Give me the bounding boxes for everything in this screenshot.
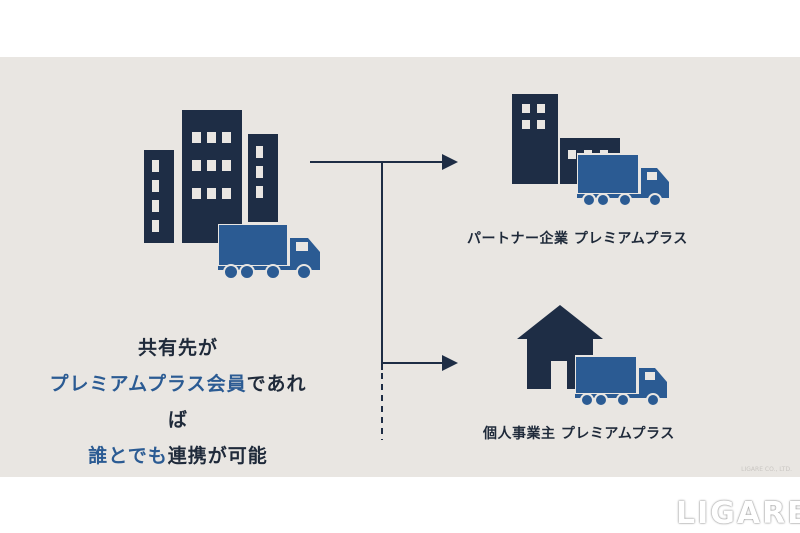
arrow-right-icon bbox=[442, 355, 458, 371]
diagram-panel bbox=[0, 57, 800, 477]
individual-truck-icon bbox=[575, 355, 667, 407]
caption-highlight-1: プレミアムプラス会員 bbox=[49, 373, 247, 395]
partner-label: パートナー企業 プレミアムプラス bbox=[467, 231, 688, 247]
office-buildings-icon bbox=[144, 110, 278, 243]
caption: 共有先が プレミアムプラス会員であれば 誰とでも連携が可能 bbox=[40, 330, 316, 474]
copyright-text: LIGARE CO., LTD. bbox=[741, 466, 792, 473]
caption-rest-1: であれば bbox=[167, 373, 307, 431]
ligare-logo: LIGARE bbox=[676, 496, 800, 531]
individual-label: 個人事業主 プレミアムプラス bbox=[483, 426, 675, 442]
arrow-right-icon bbox=[442, 154, 458, 170]
caption-line-1: 共有先が bbox=[137, 337, 218, 359]
caption-line-2: プレミアムプラス会員であれば bbox=[40, 366, 316, 438]
partner-truck-icon bbox=[577, 153, 669, 207]
connector-arrows bbox=[310, 154, 458, 440]
truck-icon bbox=[218, 224, 320, 280]
caption-line-3: 誰とでも連携が可能 bbox=[40, 438, 316, 474]
caption-rest-2: 連携が可能 bbox=[167, 445, 268, 467]
caption-highlight-2: 誰とでも bbox=[88, 445, 168, 467]
